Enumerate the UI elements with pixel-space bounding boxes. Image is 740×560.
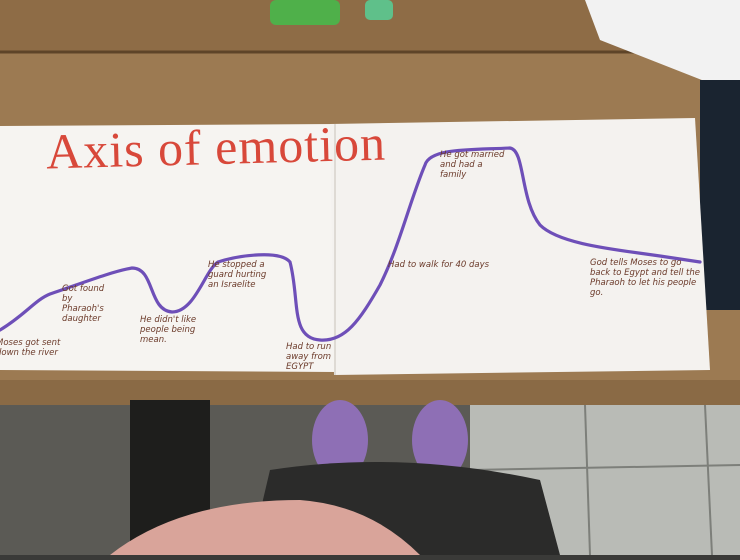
tile-line [469, 464, 740, 471]
annotation-stopped-guard: He stopped a guard hurting an Israelite [208, 260, 267, 290]
emotion-curve [0, 146, 702, 342]
dark-folder [700, 80, 740, 310]
marker-cap [365, 0, 393, 20]
green-pencil-case [270, 0, 340, 25]
tile-line [704, 404, 713, 556]
worksheet-corner [585, 0, 740, 95]
annotation-found: Got found by Pharaoh's daughter [62, 284, 105, 324]
paper-sheet-left [0, 124, 336, 372]
annotation-walk: Had to walk for 40 days [388, 260, 490, 270]
poster-title: Axis of emotion [45, 114, 387, 180]
annotation-god-told: God tells Moses to go back to Egypt and … [590, 258, 700, 298]
annotation-married: He got married and had a family [440, 150, 505, 180]
paper-sheet-right [330, 118, 710, 375]
annotation-didnt-like: He didn't like people being mean. [140, 315, 197, 345]
left-sock [312, 400, 368, 480]
pink-sleeve [110, 500, 420, 555]
right-sock [412, 400, 468, 480]
tile-line [584, 404, 591, 556]
annotation-start: Moses got sent down the river [0, 338, 61, 358]
annotation-ran-away: Had to run away from EGYPT [286, 342, 332, 372]
